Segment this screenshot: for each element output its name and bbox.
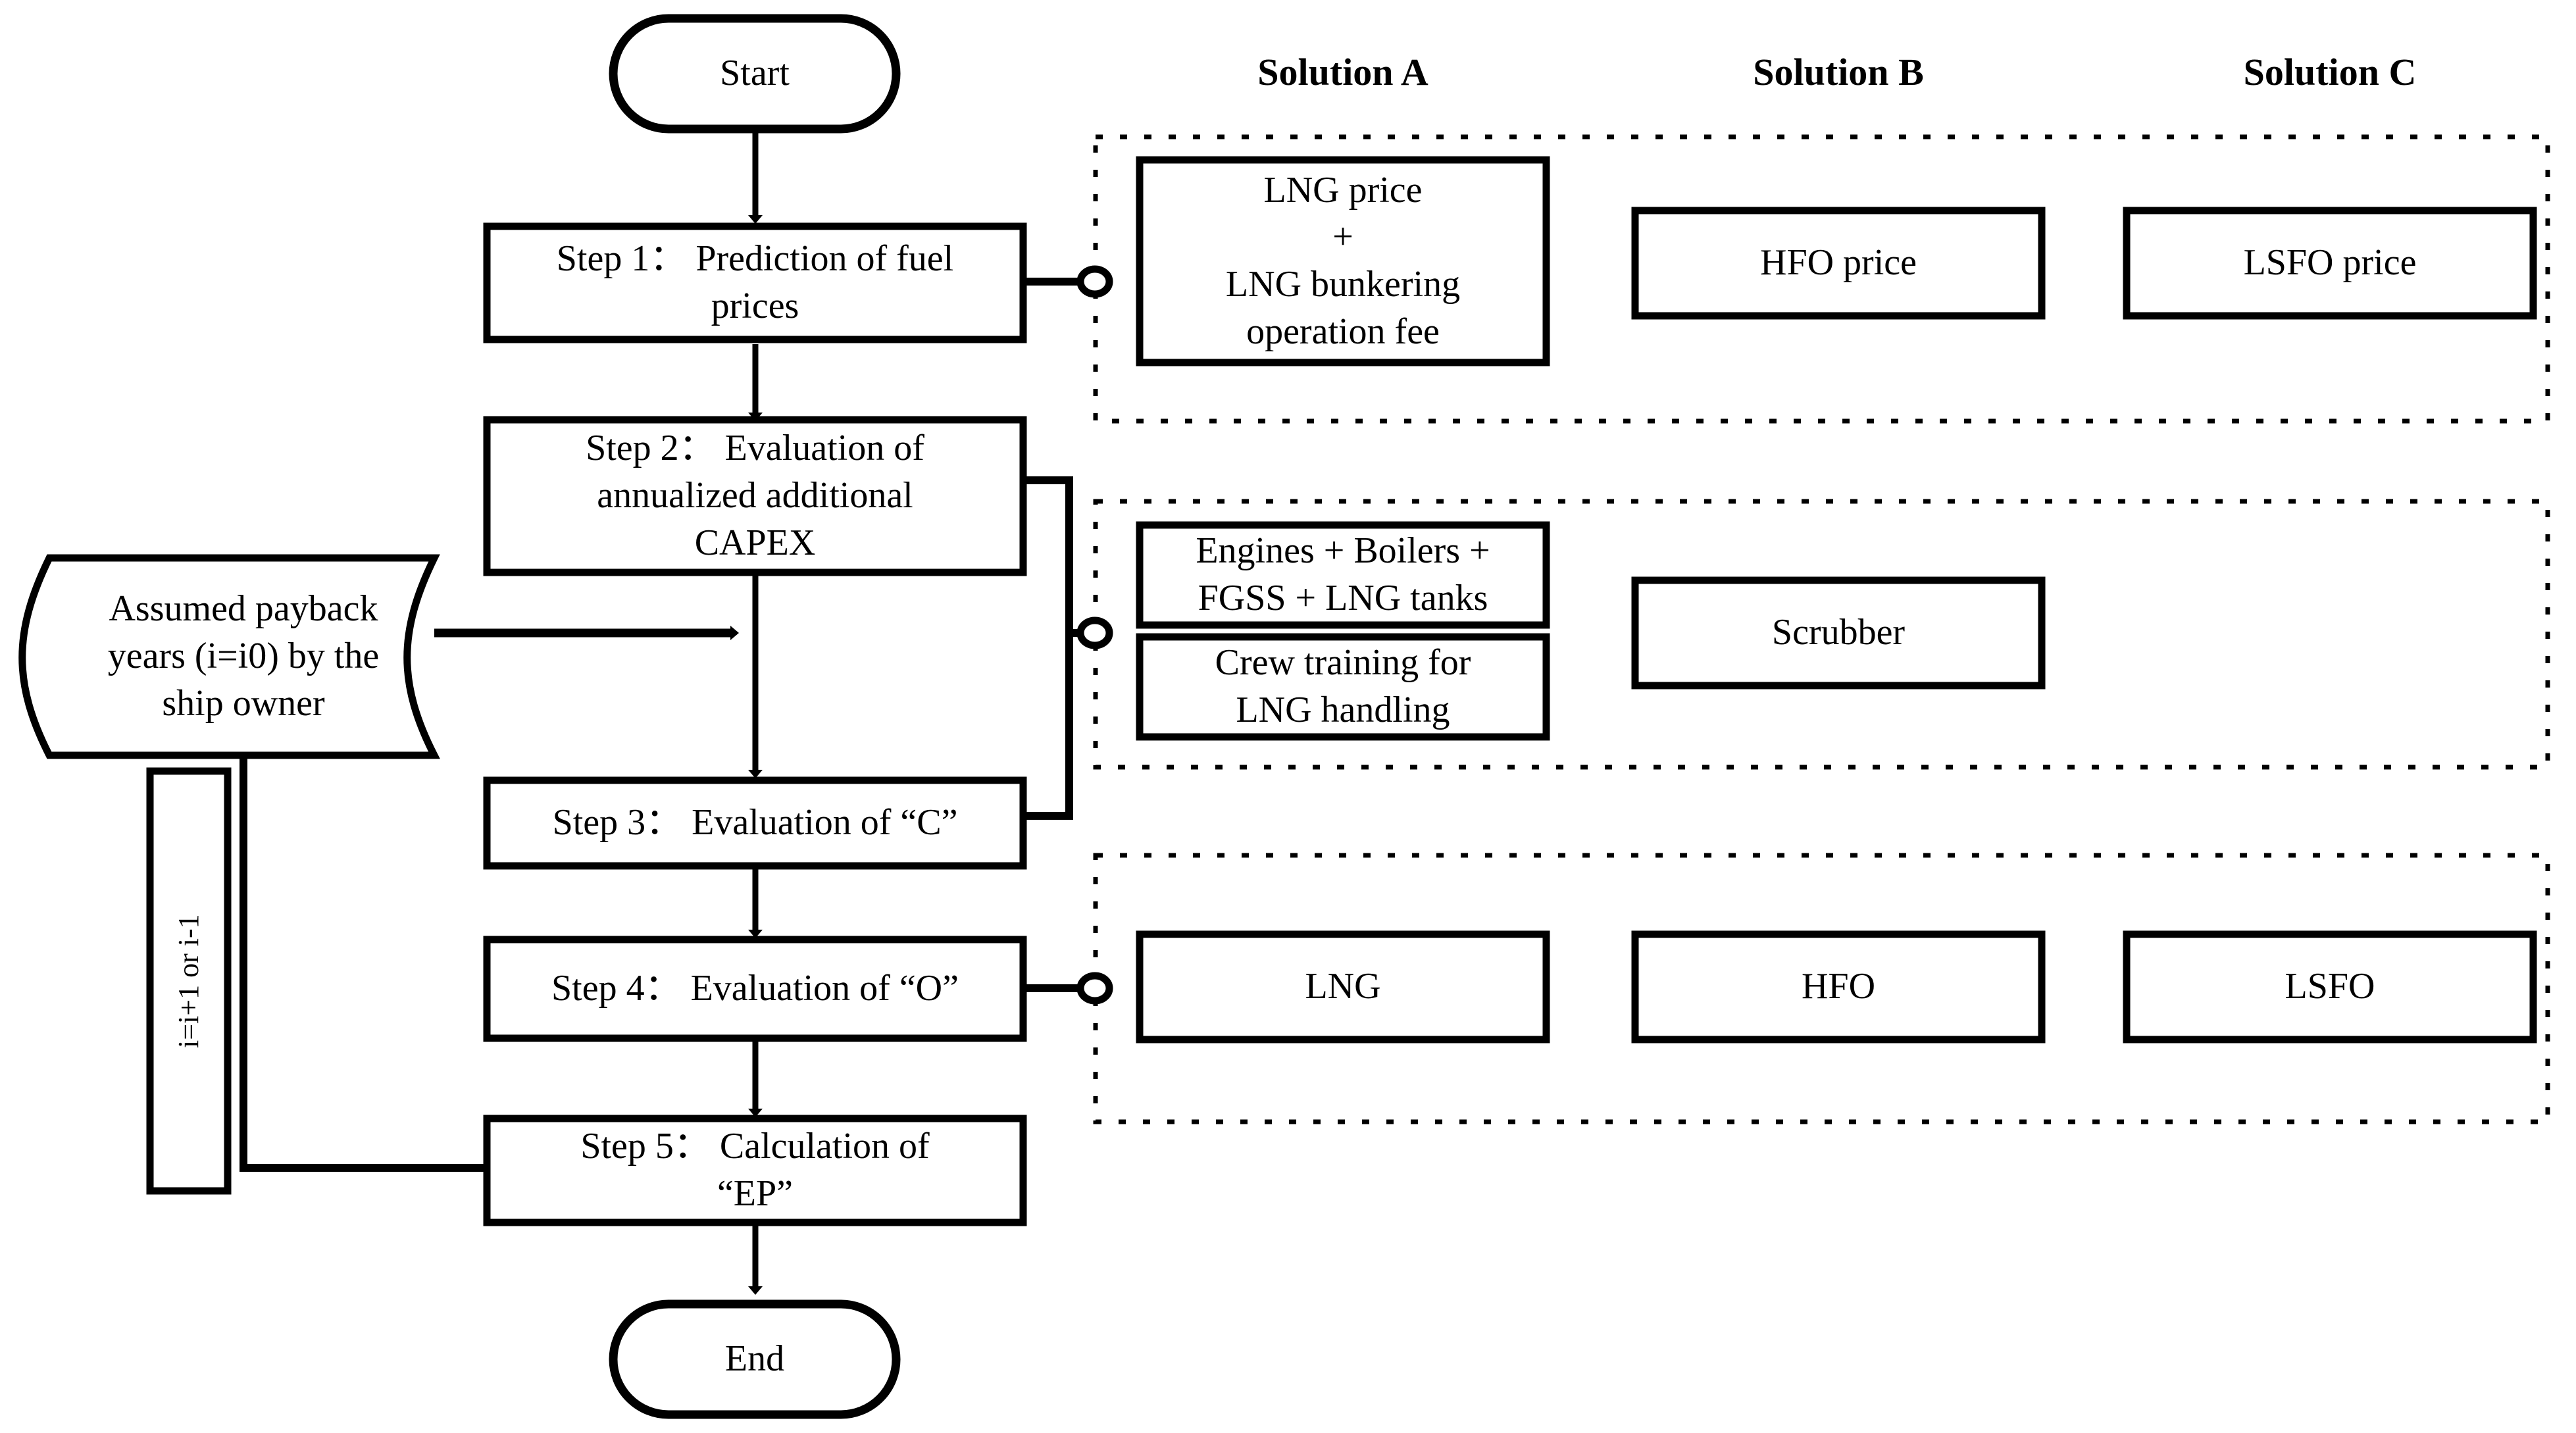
lsfo-price-shape xyxy=(2123,207,2537,320)
step-2-shape xyxy=(483,416,1027,576)
step-5-shape xyxy=(483,1115,1027,1226)
lsfo-shape xyxy=(2123,930,2537,1043)
tap-capex-circle xyxy=(1076,616,1113,649)
lng-price-shape xyxy=(1136,156,1550,366)
iteration-counter-shape xyxy=(146,767,232,1195)
tap-capex-bracket xyxy=(1023,476,1073,820)
panel-fuel-prices-border xyxy=(1093,134,2550,424)
engines-boilers-fgss-tanks-shape xyxy=(1136,521,1550,629)
step-3-shape xyxy=(483,776,1027,870)
panel-capex-border xyxy=(1093,499,2550,770)
step-1-shape xyxy=(483,222,1027,343)
start-node-shape xyxy=(609,14,901,134)
step-4-shape xyxy=(483,936,1027,1042)
lng-shape xyxy=(1136,930,1550,1043)
end-node-shape xyxy=(609,1299,901,1419)
crew-training-shape xyxy=(1136,633,1550,741)
scrubber-shape xyxy=(1631,576,2046,690)
tap-step4-circle xyxy=(1076,972,1113,1005)
hfo-price-shape xyxy=(1631,207,2046,320)
hfo-shape xyxy=(1631,930,2046,1043)
tap-step1-circle xyxy=(1076,265,1113,298)
panel-opex-border xyxy=(1093,853,2550,1124)
edge-feedback-loop xyxy=(240,757,487,1172)
assumed-payback-shape xyxy=(18,554,440,759)
